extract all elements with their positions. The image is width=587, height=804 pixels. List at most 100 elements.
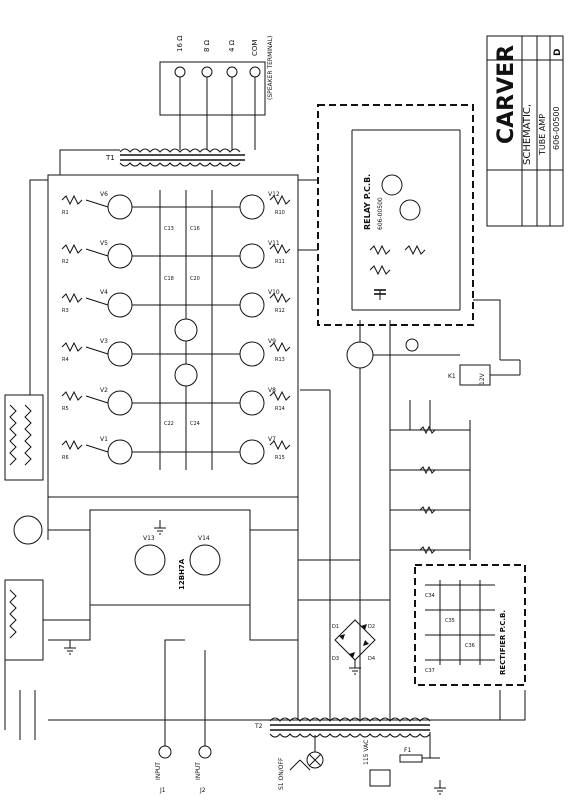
title-line-2: TUBE AMP (538, 114, 547, 156)
octal-socket (13, 515, 43, 545)
v4-label: V4 (100, 289, 108, 296)
title-block: CARVER SCHEMATIC, TUBE AMP 606-00500 D (486, 35, 564, 227)
r1-label: R1 (62, 210, 69, 216)
fuse (399, 754, 423, 763)
r3-label: R3 (62, 308, 69, 314)
v12-label: V12 (268, 191, 280, 198)
terminal-8 (201, 66, 213, 78)
relay-transistor-2 (399, 199, 421, 221)
revision-letter: D (553, 49, 563, 56)
resistor-ladder-right: R10 R11 R12 R13 R14 R15 (269, 194, 291, 461)
v10-label: V10 (268, 289, 280, 296)
output-tubes-left: V6 V5 V4 V3 V2 V1 (100, 191, 133, 465)
r12-label: R12 (275, 308, 285, 314)
relay-board-label: RELAY P.C.B. (363, 174, 372, 230)
c22-label: C22 (164, 421, 174, 427)
r11-label: R11 (275, 259, 285, 265)
input-section: INPUT INPUT J1 J2 (155, 639, 212, 794)
tube-v8 (239, 390, 265, 416)
ground-symbols (64, 520, 446, 795)
terminal-4 (226, 66, 238, 78)
tube-v7 (239, 439, 265, 465)
v2-label: V2 (100, 387, 108, 394)
driver-type: 12BH7A (178, 558, 186, 590)
tap-8: 8 Ω (203, 39, 211, 52)
rectifier-board-label: RECTIFIER P.C.B. (499, 610, 507, 675)
tube-center-b (174, 363, 198, 387)
v14-label: V14 (198, 535, 210, 542)
r10-label: R10 (275, 210, 285, 216)
amplifier-stage: V6 V5 V4 V3 V2 V1 V12 V11 V10 V9 V8 V7 (47, 174, 299, 540)
tube-v12 (239, 194, 265, 220)
v13-label: V13 (143, 535, 155, 542)
d2-label: D2 (368, 624, 375, 630)
coupling-network: C13 C16 C18 C20 C22 C24 (132, 190, 240, 470)
indicator-lamp (405, 338, 419, 352)
r15-label: R15 (275, 455, 285, 461)
t2-label: T2 (254, 723, 263, 730)
driver-stage: V13 V14 12BH7A (48, 509, 298, 606)
c24-label: C24 (190, 421, 200, 427)
tube-center-a (174, 318, 198, 342)
tap-16: 16 Ω (176, 35, 184, 52)
filter-bank (390, 420, 471, 560)
terminal-com (249, 66, 261, 78)
input-1-label: INPUT (155, 762, 162, 780)
power-switch[interactable] (289, 759, 311, 771)
c35-label: C35 (445, 618, 455, 624)
wiring (29, 149, 526, 721)
input-jack-1[interactable] (158, 745, 172, 759)
c20-label: C20 (190, 276, 200, 282)
resistor-ladder-left: R1 R2 R3 R4 R5 R6 (61, 194, 109, 461)
r6-label: R6 (62, 455, 69, 461)
tube-v6 (107, 194, 133, 220)
tube-v10 (239, 292, 265, 318)
hv-bus (48, 320, 500, 721)
k1-voltage: 12V (479, 372, 486, 385)
tube-v11 (239, 243, 265, 269)
r2-label: R2 (62, 259, 69, 265)
tube-v2 (107, 390, 133, 416)
r14-label: R14 (275, 406, 285, 412)
ac-plug (369, 769, 391, 787)
k1-label: K1 (448, 373, 456, 380)
speaker-terminal-strip: 16 Ω 8 Ω 4 Ω COM (SPEAKER TERMINAL) (159, 35, 274, 150)
output-tubes-right: V12 V11 V10 V9 V8 V7 (239, 191, 280, 465)
relay-pcb: RELAY P.C.B. 606-00500 (317, 104, 474, 326)
relay-connector (346, 341, 374, 369)
relay-board-part: 606-00500 (377, 197, 384, 230)
tube-v14 (189, 544, 221, 576)
v5-label: V5 (100, 240, 108, 247)
power-transformer: T2 (254, 717, 431, 738)
bridge-rectifier: D1 D2 D3 D4 (332, 619, 376, 662)
v6-label: V6 (100, 191, 108, 198)
c37-label: C37 (425, 668, 435, 674)
r4-label: R4 (62, 357, 69, 363)
c13-label: C13 (164, 226, 174, 232)
ac-label: 115 VAC (363, 740, 370, 765)
tube-v3 (107, 341, 133, 367)
terminal-16 (174, 66, 186, 78)
input-jack-2[interactable] (198, 745, 212, 759)
speaker-terminal-note: (SPEAKER TERMINAL) (267, 36, 274, 100)
output-transformer: T1 (105, 148, 245, 167)
tube-v1 (107, 439, 133, 465)
d3-label: D3 (332, 656, 339, 662)
v1-label: V1 (100, 436, 108, 443)
v3-label: V3 (100, 338, 108, 345)
j2-label: J2 (199, 787, 206, 794)
v7-label: V7 (268, 436, 276, 443)
relay-transistor-1 (381, 174, 403, 196)
v9-label: V9 (268, 338, 276, 345)
tube-v5 (107, 243, 133, 269)
bias-network (4, 394, 90, 740)
r5-label: R5 (62, 406, 69, 412)
title-line-1: SCHEMATIC, (522, 104, 533, 165)
v11-label: V11 (268, 240, 280, 247)
relay-k1: K1 12V (346, 338, 521, 400)
ac-input: S1 ON/OFF F1 115 VAC (278, 732, 440, 790)
tube-v4 (107, 292, 133, 318)
t1-label: T1 (105, 154, 115, 162)
d4-label: D4 (368, 656, 375, 662)
